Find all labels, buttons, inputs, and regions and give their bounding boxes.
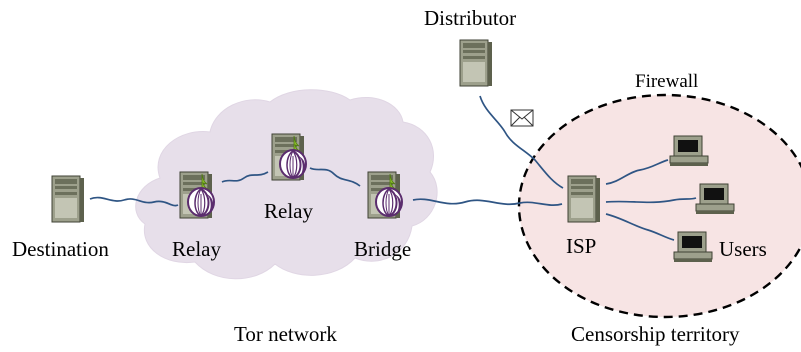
- distributor-label: Distributor: [424, 6, 517, 30]
- bridge-label: Bridge: [354, 237, 412, 261]
- isp-server-icon: [567, 175, 601, 223]
- envelope-icon: [510, 109, 534, 127]
- link-bridge-isp: [412, 198, 563, 206]
- users-label: Users: [719, 237, 767, 261]
- destination-label: Destination: [12, 237, 109, 261]
- tor-network-label: Tor network: [234, 322, 337, 346]
- relay-left-label: Relay: [172, 237, 221, 261]
- user-computer-icon: [669, 135, 709, 167]
- user-computer-icon: [673, 231, 713, 263]
- relay-top-label: Relay: [264, 199, 313, 223]
- user-computer-icon: [695, 183, 735, 215]
- link-isp-user-1: [605, 159, 669, 185]
- tor-network-cloud: [135, 89, 438, 280]
- network-links: [89, 95, 697, 241]
- destination-server-icon: [51, 175, 85, 223]
- link-destination-relay: [89, 196, 179, 207]
- isp-label: ISP: [566, 234, 597, 258]
- link-relay-bridge: [309, 167, 361, 187]
- distributor-server-icon: [459, 39, 493, 87]
- censorship-territory-region: [517, 93, 801, 319]
- bridge-node-icon: [367, 171, 403, 219]
- link-relay-relay: [221, 171, 269, 183]
- link-distributor-isp: [479, 95, 564, 189]
- link-isp-user-3: [605, 213, 675, 241]
- link-isp-user-2: [605, 197, 697, 204]
- relay-top-node-icon: [271, 133, 307, 181]
- firewall-label: Firewall: [635, 71, 699, 92]
- censorship-territory-label: Censorship territory: [571, 322, 740, 346]
- relay-left-node-icon: [179, 171, 215, 219]
